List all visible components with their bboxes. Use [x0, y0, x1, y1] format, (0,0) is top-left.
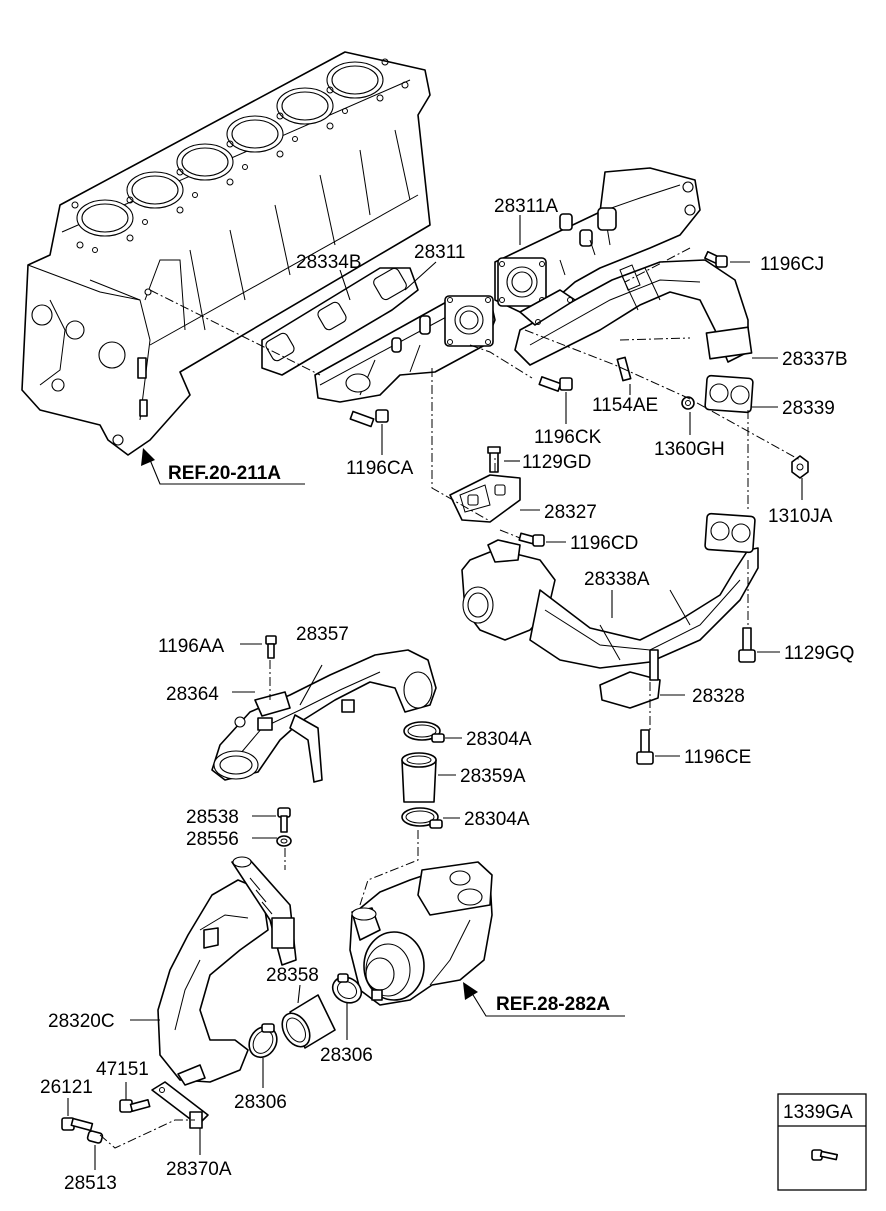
hose-clamp-lower [401, 807, 443, 829]
turbocharger-bottom [349, 861, 493, 1006]
hose-clamp-upper [403, 721, 445, 743]
label-28328: 28328 [692, 686, 745, 707]
bolt-1196CK [538, 376, 573, 392]
label-1154AE: 1154AE [592, 395, 658, 416]
label-28359A: 28359A [460, 766, 526, 787]
label-28556: 28556 [186, 829, 239, 850]
label-28334B: 28334B [296, 252, 362, 273]
label-28338A: 28338A [584, 569, 650, 590]
intake-pipe-28320C [157, 856, 297, 1086]
bolt-26121 [61, 1117, 94, 1132]
nut-1310JA [791, 455, 809, 479]
label-28364: 28364 [166, 684, 219, 705]
bolt-1129GQ [738, 627, 756, 663]
turbocharger-with-pipe [461, 512, 759, 669]
bracket-28328 [599, 649, 661, 709]
bolt-1196CD [518, 532, 545, 547]
intake-pipe-28357 [211, 649, 437, 783]
label-28357: 28357 [296, 624, 349, 645]
label-1310JA: 1310JA [768, 506, 833, 527]
hose-28358 [281, 994, 336, 1049]
spacer-28513 [86, 1130, 104, 1144]
hose-28359A [401, 752, 437, 803]
label-28306-left: 28306 [234, 1092, 287, 1113]
label-28370A: 28370A [166, 1159, 232, 1180]
bolt-28538 [277, 807, 291, 833]
exhaust-pipe-upper [514, 259, 753, 366]
ref-turbocharger[interactable]: REF.28-282A [496, 994, 610, 1015]
label-1196CE: 1196CE [684, 747, 751, 768]
bolt-1196CA [349, 409, 389, 428]
label-26121: 26121 [40, 1077, 93, 1098]
pipe-flange-gasket [704, 374, 754, 414]
bolt-1196CE [636, 729, 654, 765]
ref-engine-block[interactable]: REF.20-211A [168, 463, 281, 484]
washer-28556 [276, 835, 292, 847]
bolt-1196CJ [704, 250, 728, 268]
label-1196CJ: 1196CJ [760, 254, 824, 275]
label-1129GD: 1129GD [522, 452, 591, 473]
exhaust-manifold-front [314, 295, 496, 403]
label-1196CD: 1196CD [570, 533, 638, 554]
label-1360GH: 1360GH [654, 439, 725, 460]
leader-lines [67, 215, 803, 1170]
center-lines [99, 247, 801, 1149]
hose-clamp-28306-right [331, 973, 363, 1004]
bolt-1196AA [265, 635, 277, 659]
hose-clamp-28306-left [248, 1023, 278, 1059]
part-labels: 28311A 28311 28334B 1196CJ 28337B 1154AE… [40, 196, 854, 1194]
screw-icon [811, 1149, 839, 1161]
label-28513: 28513 [64, 1173, 117, 1194]
bolt-47151 [119, 1098, 151, 1113]
legend-part-number: 1339GA [783, 1102, 853, 1123]
label-28320C: 28320C [48, 1011, 115, 1032]
label-28311A: 28311A [494, 196, 558, 217]
label-28339: 28339 [782, 398, 835, 419]
exhaust-manifold-rear [494, 167, 701, 313]
label-1196CA: 1196CA [346, 458, 414, 479]
engine-block [21, 51, 431, 456]
label-28311: 28311 [414, 242, 465, 263]
nut-1360GH [681, 396, 695, 410]
manifold-gasket [261, 267, 419, 376]
label-28337B: 28337B [782, 349, 848, 370]
bracket-28327 [449, 446, 521, 523]
label-28358: 28358 [266, 965, 319, 986]
label-28327: 28327 [544, 502, 597, 523]
label-1129GQ: 1129GQ [784, 643, 854, 664]
label-1196CK: 1196CK [534, 427, 602, 448]
label-28306-right: 28306 [320, 1045, 373, 1066]
label-1196AA: 1196AA [158, 636, 225, 657]
bracket-28370A [151, 1081, 209, 1129]
legend-box-1339GA: 1339GA [777, 1093, 867, 1191]
label-47151: 47151 [96, 1059, 149, 1080]
label-28304A-lower: 28304A [464, 809, 530, 830]
label-28538: 28538 [186, 807, 239, 828]
label-28304A-upper: 28304A [466, 729, 532, 750]
